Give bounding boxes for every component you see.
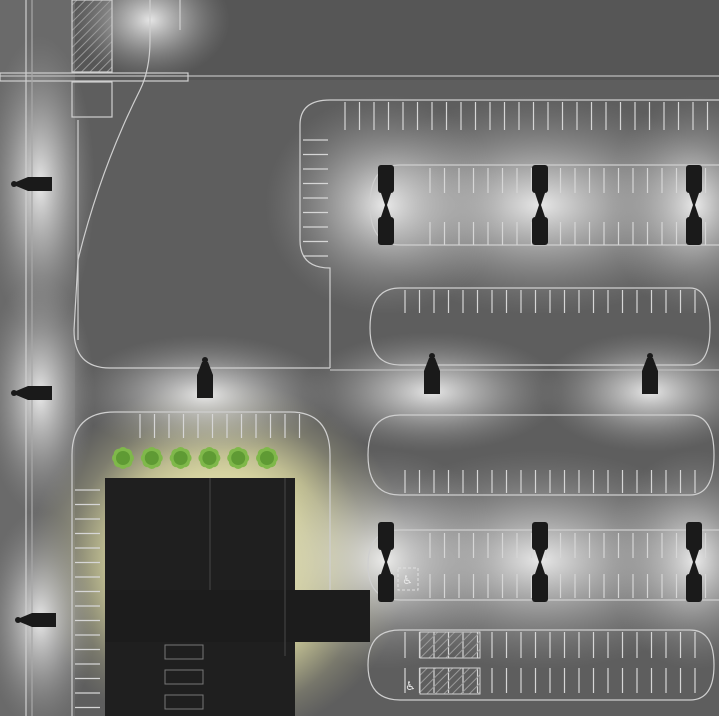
double-pole-light-icon — [378, 165, 394, 245]
tree-icon — [140, 447, 163, 469]
tree-icon — [112, 447, 134, 469]
accessible-stalls: ♿ ♿ — [397, 567, 481, 695]
light-fixtures — [11, 165, 702, 627]
lot-glow — [605, 450, 719, 670]
tree-icon — [198, 447, 221, 469]
single-pole-light-icon — [197, 357, 213, 398]
single-pole-light-icon — [642, 353, 658, 394]
double-pole-light-icon — [378, 522, 394, 602]
double-pole-light-icon — [532, 522, 548, 602]
wall-pack-light-icon — [11, 386, 52, 400]
accessible-symbol: ♿ — [402, 573, 413, 587]
accessible-symbol: ♿ — [405, 679, 416, 693]
wall-pack-light-icon — [11, 177, 52, 191]
curb-bar — [0, 72, 189, 82]
double-pole-light-icon — [532, 165, 548, 245]
single-pole-light-icon — [424, 353, 440, 394]
building-vents — [164, 644, 204, 710]
tree-icon — [256, 447, 278, 469]
lot-glow — [605, 95, 719, 315]
wall-pack-light-icon — [15, 613, 56, 627]
tree-row — [112, 447, 278, 469]
hatched-island — [71, 0, 113, 73]
building — [105, 478, 370, 716]
double-pole-light-icon — [686, 165, 702, 245]
double-pole-light-icon — [686, 522, 702, 602]
building-canopy — [105, 590, 370, 642]
lane-glow — [540, 332, 719, 452]
tree-icon — [227, 447, 250, 469]
tree-icon — [169, 447, 192, 469]
